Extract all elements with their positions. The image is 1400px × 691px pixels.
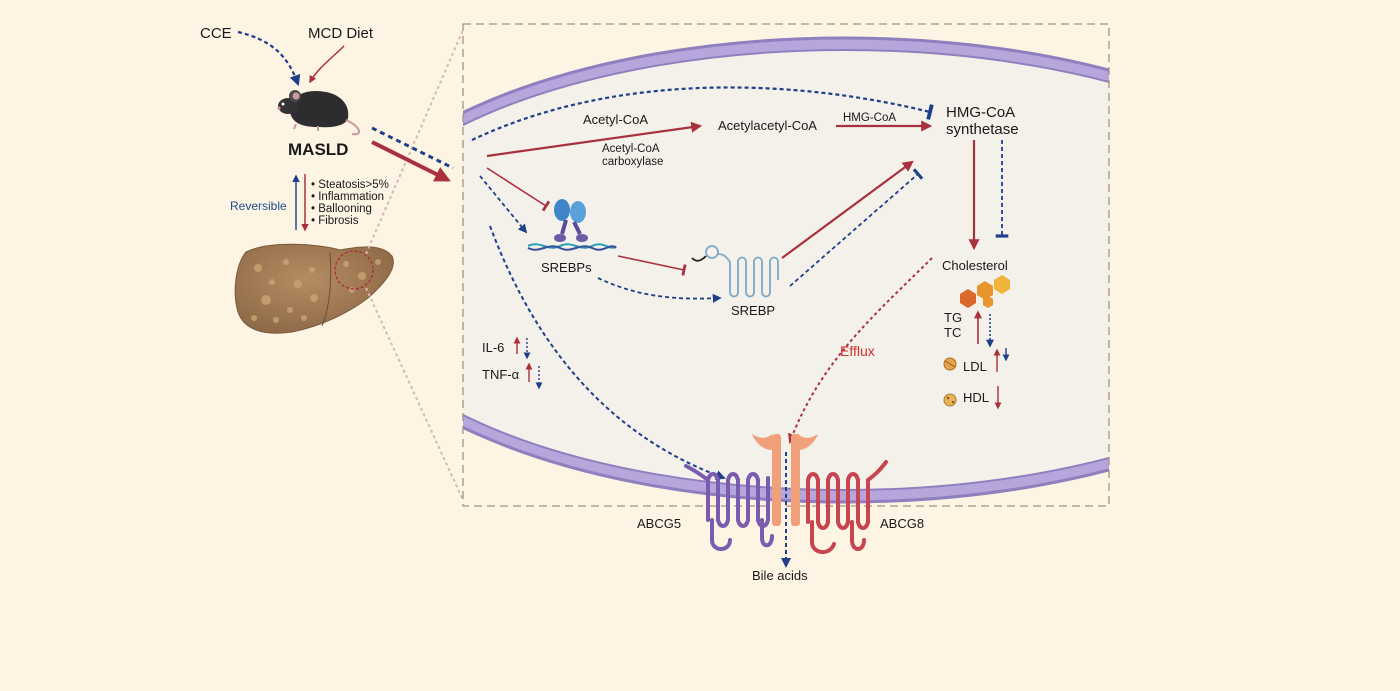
srebps-protein-icon	[527, 199, 617, 251]
srebps-to-srebp-dashed	[597, 277, 722, 303]
cholesterol-molecule-icon	[960, 275, 1010, 308]
tg-label: TG	[944, 310, 962, 325]
reversible-label: Reversible	[230, 199, 287, 213]
liver-icon	[234, 243, 394, 334]
mcd-diet-label: MCD Diet	[308, 25, 374, 42]
feature-steatosis: • Steatosis>5%	[311, 179, 389, 191]
pathway: Acetyl-CoA Acetyl-CoA carboxylase Acetyl…	[471, 86, 1019, 480]
left-panel: CCE MCD Diet MASLD Reversible • Steatosi…	[200, 25, 464, 501]
acetyl-coa-label: Acetyl-CoA	[583, 112, 648, 127]
srebp-protein-icon	[691, 245, 779, 298]
cell-zoom-box	[462, 23, 1110, 507]
masld-to-cell-blue-dashed	[371, 126, 454, 170]
carboxylase-label-1: Acetyl-CoA	[602, 143, 660, 155]
il6-label: IL-6	[482, 340, 504, 355]
transporters: ABCG5 ABCG8 Bile acids	[637, 434, 924, 583]
blue-dashed-to-srebps	[479, 175, 528, 234]
feature-ballooning: • Ballooning	[311, 203, 372, 215]
top-inhibition-dashed	[471, 86, 934, 141]
acetylacetyl-coa-label: Acetylacetyl-CoA	[718, 118, 817, 133]
srebps-inhibition-srebp	[617, 255, 687, 276]
hmg-synthetase-label-1: HMG-CoA	[946, 104, 1015, 121]
srebp-label: SREBP	[731, 303, 775, 318]
cce-label: CCE	[200, 25, 232, 42]
hdl-label: HDL	[963, 390, 989, 405]
abcg5-transporter-icon	[684, 464, 774, 551]
hdl-particle-icon	[943, 393, 957, 407]
srebps-label: SREBPs	[541, 260, 592, 275]
feature-fibrosis: • Fibrosis	[311, 215, 359, 227]
tc-label: TC	[944, 325, 961, 340]
zoom-line-top	[365, 29, 464, 255]
hmg-coa-small-label: HMG-CoA	[843, 112, 896, 124]
feature-inflammation: • Inflammation	[311, 191, 384, 203]
cce-dashed-arrow	[237, 30, 301, 87]
masld-label: MASLD	[288, 140, 348, 159]
efflux-label: Efflux	[840, 343, 875, 359]
mouse-icon	[277, 90, 361, 136]
srebp-to-hmg-dashed	[789, 168, 924, 287]
liver-zoom-circle	[334, 250, 374, 290]
dashed-to-abcg5	[489, 225, 726, 480]
acetyl-to-acetylacetyl-arrow	[486, 121, 703, 158]
ldl-particle-icon	[943, 357, 957, 371]
abcg5-label: ABCG5	[637, 516, 681, 531]
mcd-arrow	[309, 45, 345, 84]
bile-acids-label: Bile acids	[752, 568, 808, 583]
zoom-box-border	[462, 23, 1110, 507]
carboxylase-label-2: carboxylase	[602, 156, 663, 168]
cell-interior	[463, 49, 1109, 491]
abcg8-label: ABCG8	[880, 516, 924, 531]
tnfa-label: TNF-α	[482, 367, 520, 382]
abcg8-transporter-icon	[806, 460, 888, 554]
hmg-synthetase-label-2: synthetase	[946, 121, 1019, 138]
ldl-label: LDL	[963, 359, 987, 374]
srebp-to-hmg-arrow	[781, 160, 914, 259]
zoom-line-bottom	[365, 287, 464, 501]
red-inhibition-srebps	[486, 167, 551, 212]
central-receptor-icon	[752, 434, 818, 526]
cholesterol-label: Cholesterol	[942, 258, 1008, 273]
masld-to-cell-red-arrow	[371, 140, 451, 182]
